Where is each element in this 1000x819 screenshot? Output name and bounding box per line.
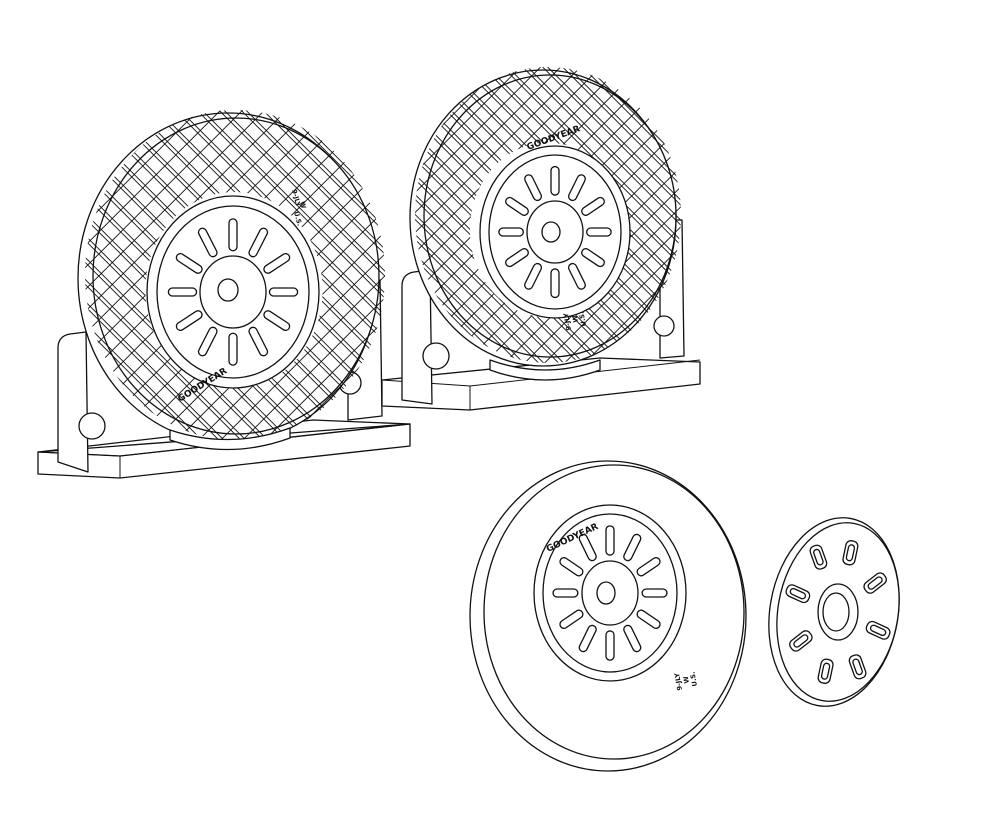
disc-vent-slots [785, 540, 891, 684]
spoke-slot [636, 557, 661, 577]
spoke-slot [559, 609, 584, 629]
spoke-slot [263, 310, 291, 332]
tread-line [85, 110, 385, 440]
tread-line [85, 110, 385, 440]
spoke-slot [578, 624, 597, 653]
disc-slot-inner [793, 634, 809, 648]
tread-line [415, 67, 681, 363]
spoke-slot [641, 588, 668, 598]
disc-slot-inner [789, 587, 807, 600]
size-text-smooth-1: 9-JLY [673, 672, 684, 691]
wheel-diamond-tread-right: GOODYEAR 9-JLY W U.S. [409, 67, 681, 381]
tread-line [415, 67, 681, 363]
size-text-left-3: U.S. [292, 210, 304, 226]
tread-line [85, 110, 385, 440]
size-text-smooth-2: W [682, 676, 691, 684]
tread-line [85, 110, 385, 440]
spoke-slot [248, 326, 269, 357]
disc-slot-inner [820, 662, 831, 680]
tread-line [85, 110, 385, 440]
spoke-slot [197, 326, 218, 357]
tread-line [415, 67, 681, 363]
tread-line [415, 67, 681, 363]
tread-line [415, 67, 681, 363]
size-text-right-1: 9-JLY [562, 312, 573, 331]
tread-line [415, 67, 681, 363]
tread-line [415, 67, 681, 363]
wheel-diamond-tread-left: GOODYEAR 9-JLY W U.S. [77, 110, 385, 451]
spoke-slot [268, 287, 299, 297]
spoke-slot [581, 196, 605, 216]
spoke-slot [578, 533, 597, 562]
spoke-slot [567, 262, 586, 290]
spoke-slot [505, 196, 529, 216]
spoke-slot [524, 262, 543, 290]
hub-cover-disc [768, 517, 900, 707]
tread-line [415, 67, 681, 363]
size-text-right-3: U.S. [578, 311, 588, 327]
tread-line [85, 110, 385, 440]
spoke-slot [524, 174, 543, 202]
spoke-slot [228, 332, 238, 366]
spoke-slot [552, 588, 579, 598]
spoke-slot [623, 533, 642, 562]
size-text-right-2: W [571, 315, 580, 323]
hub-spokes-left [167, 218, 299, 366]
disc-slot-inner [852, 658, 863, 676]
spoke-slot [175, 252, 203, 274]
disc-slot-inner [869, 624, 887, 637]
hub-spokes-right [498, 165, 612, 299]
size-text-smooth-3: U.S. [689, 671, 699, 687]
size-text-left-2: W [298, 200, 308, 209]
spoke-slot [197, 227, 218, 258]
tread-line [85, 110, 385, 440]
spoke-slot [581, 248, 605, 268]
disc-slot-inner [813, 548, 824, 566]
spoke-slot [623, 624, 642, 653]
spoke-slot [167, 287, 198, 297]
spoke-slot [263, 252, 291, 274]
wheel-smooth-tread: GOODYEAR 9-JLY W U.S. [469, 460, 747, 772]
tread-line [85, 110, 385, 440]
spoke-slot [175, 310, 203, 332]
tread-line [415, 67, 681, 363]
spoke-slot [248, 227, 269, 258]
disc-slot-inner [867, 576, 883, 590]
spoke-slot [567, 174, 586, 202]
tread-line [85, 110, 385, 440]
tread-line [415, 67, 681, 363]
spoke-slot [605, 525, 615, 556]
tread-line [85, 110, 385, 440]
hub-spokes-smooth [552, 525, 668, 661]
spoke-slot [586, 227, 612, 237]
spoke-slot [505, 248, 529, 268]
spoke-slot [228, 218, 238, 252]
spoke-slot [498, 227, 524, 237]
spoke-slot [559, 557, 584, 577]
tread-line [85, 110, 385, 440]
tread-line [415, 67, 681, 363]
spoke-slot [636, 609, 661, 629]
spoke-slot [605, 630, 615, 661]
spoke-slot [550, 165, 560, 196]
disc-slot-inner [845, 544, 856, 562]
spoke-slot [550, 268, 560, 299]
